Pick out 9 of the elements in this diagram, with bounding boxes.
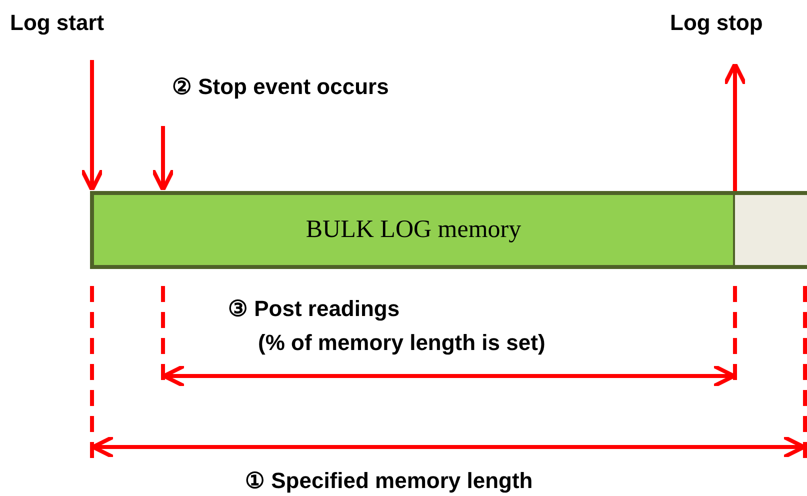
empty-memory-bar [735,191,807,269]
marker-label: Log stop [670,10,763,36]
marker-label: Log start [10,10,104,36]
memory-bar [90,191,737,269]
dimension-note: (% of memory length is set) [258,330,546,356]
dimension-label: ① Specified memory length [245,468,533,494]
bar-label: BULK LOG memory [306,216,522,244]
dimension-label: ③ Post readings [228,296,400,322]
event-label: ② Stop event occurs [172,74,389,100]
